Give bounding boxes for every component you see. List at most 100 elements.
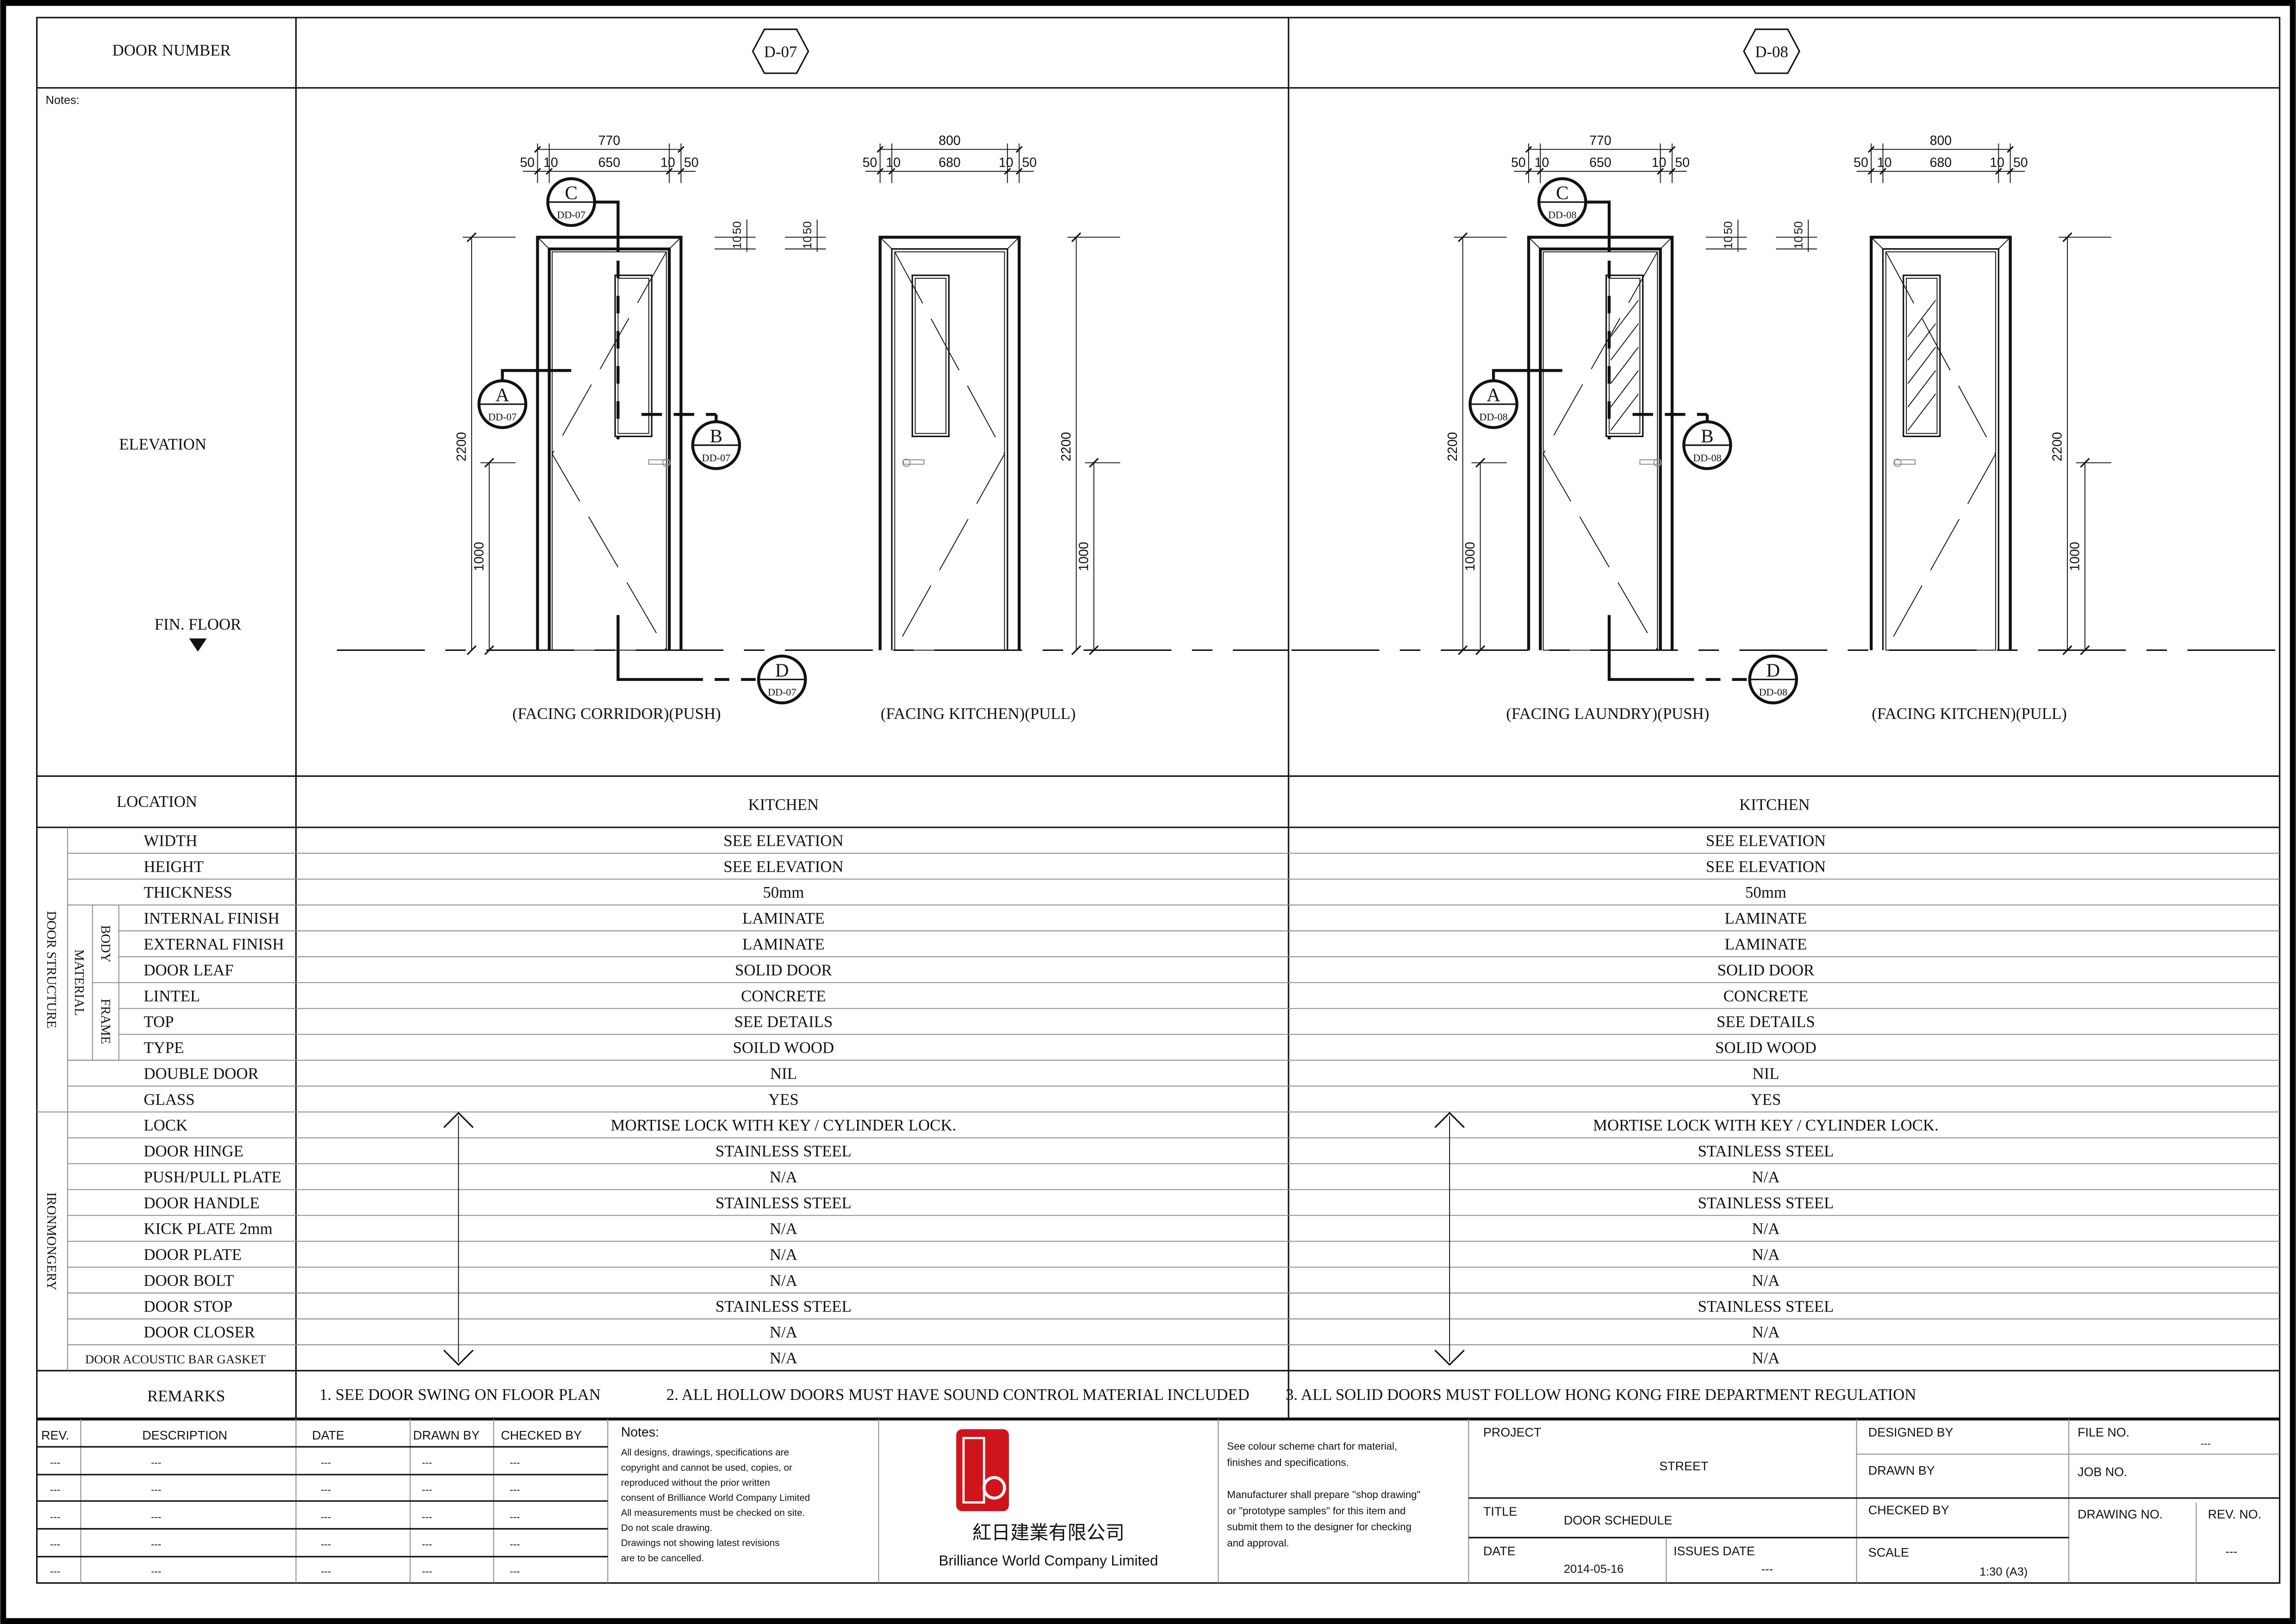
- same-as-above-arrow: [1434, 1112, 1465, 1366]
- dim-tick: [1071, 645, 1082, 656]
- arrow-up-icon: [443, 1112, 474, 1128]
- project-label: PROJECT: [1483, 1425, 1541, 1439]
- detail-callout[interactable]: ADD-08: [1468, 379, 1518, 429]
- row-label: THICKNESS: [144, 883, 232, 901]
- dim-handle-height: 1000: [1076, 542, 1091, 571]
- dim-frame: 50: [1022, 156, 1037, 170]
- row-value-d07: LAMINATE: [742, 935, 825, 953]
- title-value: DOOR SCHEDULE: [1564, 1513, 1672, 1527]
- frame-mitre: [669, 237, 682, 250]
- dim-handle-height: 1000: [1463, 542, 1478, 571]
- hexagon-icon: [1743, 28, 1800, 74]
- door-handle-rose-icon: [1653, 458, 1662, 467]
- door-number-badge[interactable]: D-07: [752, 28, 809, 74]
- fin-floor-label: FIN. FLOOR: [155, 615, 242, 633]
- drawn-by-label: DRAWN BY: [1868, 1463, 1935, 1477]
- dim-head-a: 10: [731, 236, 744, 249]
- drawing-no-label: DRAWING NO.: [2078, 1507, 2163, 1521]
- door-elevation-push: [1527, 236, 1674, 651]
- revision-cell: ---: [510, 1538, 520, 1550]
- door-frame-inner: [1882, 248, 1999, 650]
- row-value-d08: N/A: [1752, 1168, 1780, 1186]
- row-value-d07: MORTISE LOCK WITH KEY / CYLINDER LOCK.: [611, 1116, 957, 1134]
- tb-colour-note: See colour scheme chart for material,: [1227, 1441, 1397, 1452]
- frame-mitre: [879, 237, 892, 250]
- dim-tick: [888, 168, 896, 175]
- row-value-d07: N/A: [770, 1220, 797, 1238]
- revision-cell: ---: [151, 1456, 161, 1468]
- checked-by-label: CHECKED BY: [1868, 1503, 1949, 1517]
- dim-tick: [666, 168, 673, 175]
- dim-gap: 10: [1877, 156, 1892, 170]
- dim-head-b: 50: [801, 221, 814, 234]
- detail-callout[interactable]: BDD-08: [1682, 420, 1732, 470]
- stamp-glyph-icon: [962, 1437, 985, 1504]
- frame-mitre: [537, 237, 550, 250]
- vision-panel: [911, 275, 950, 437]
- dim-tick: [1657, 168, 1664, 175]
- detail-callout[interactable]: CDD-08: [1537, 177, 1587, 227]
- dim-tick: [2007, 146, 2014, 153]
- detail-callout[interactable]: DDD-07: [757, 654, 807, 705]
- detail-callout[interactable]: DDD-08: [1748, 654, 1798, 705]
- dim-tick: [1015, 168, 1023, 175]
- dim-head-b: 50: [1722, 221, 1735, 234]
- door-number: D-08: [1755, 43, 1788, 61]
- dim-overall: 770: [1589, 133, 1611, 148]
- dim-clear: 650: [1589, 156, 1611, 170]
- door-handle-icon: [903, 459, 925, 465]
- issues-date-value: ---: [1761, 1562, 1773, 1575]
- detail-callout[interactable]: CDD-07: [546, 177, 596, 227]
- dim-clear: 680: [939, 156, 960, 170]
- revision-cell: ---: [422, 1456, 432, 1468]
- row-value-d08: N/A: [1752, 1220, 1780, 1238]
- frame-mitre: [1528, 237, 1541, 250]
- row-value-d08: 50mm: [1745, 883, 1786, 901]
- vision-panel-inner: [915, 278, 946, 434]
- dim-tick: [1004, 168, 1011, 175]
- row-value-d07: N/A: [770, 1349, 797, 1367]
- revision-header: REV.: [41, 1428, 69, 1442]
- dim-tick: [1089, 645, 1099, 656]
- row-value-d08: STAINLESS STEEL: [1698, 1142, 1834, 1160]
- glass-hatch: [1610, 300, 1639, 337]
- row-label: HEIGHT: [144, 857, 204, 875]
- callout-leader: [616, 615, 689, 681]
- callout-leader: [501, 369, 572, 381]
- detail-callout[interactable]: ADD-07: [477, 379, 528, 429]
- callout-letter: D: [1766, 659, 1780, 681]
- revision-cell: ---: [422, 1484, 432, 1495]
- dim-gap: 10: [1652, 156, 1667, 170]
- vision-panel: [614, 275, 653, 437]
- dim-clear: 650: [598, 156, 620, 170]
- row-value-d08: CONCRETE: [1724, 987, 1809, 1005]
- remark-3: 3. ALL SOLID DOORS MUST FOLLOW HONG KONG…: [1286, 1386, 1916, 1404]
- row-label: GLASS: [144, 1090, 195, 1108]
- revision-cell: ---: [50, 1511, 60, 1523]
- frame-mitre: [1007, 237, 1020, 250]
- dim-overall: 770: [598, 133, 620, 148]
- revision-cell: ---: [321, 1538, 331, 1550]
- tb-colour-note: finishes and specifications.: [1227, 1456, 1349, 1468]
- dim-frame: 50: [863, 156, 877, 170]
- revision-cell: ---: [321, 1456, 331, 1468]
- row-label: DOOR HINGE: [144, 1142, 243, 1160]
- detail-callout[interactable]: BDD-07: [691, 420, 741, 470]
- row-value-d07: STAINLESS STEEL: [716, 1142, 852, 1160]
- callout-letter: B: [1701, 425, 1713, 446]
- remarks-label: REMARKS: [147, 1387, 225, 1405]
- door-handle-icon: [1894, 459, 1916, 465]
- dim-tick: [677, 168, 684, 175]
- notes-label: Notes:: [46, 94, 80, 107]
- glass-hatch: [1907, 300, 1936, 337]
- door-swing-indicator: [894, 251, 1005, 650]
- door-number: D-07: [764, 43, 797, 61]
- callout-ref: DD-07: [702, 452, 730, 463]
- row-value-d08: LAMINATE: [1724, 935, 1807, 953]
- door-number-badge[interactable]: D-08: [1743, 28, 1800, 74]
- designed-by-label: DESIGNED BY: [1868, 1425, 1954, 1439]
